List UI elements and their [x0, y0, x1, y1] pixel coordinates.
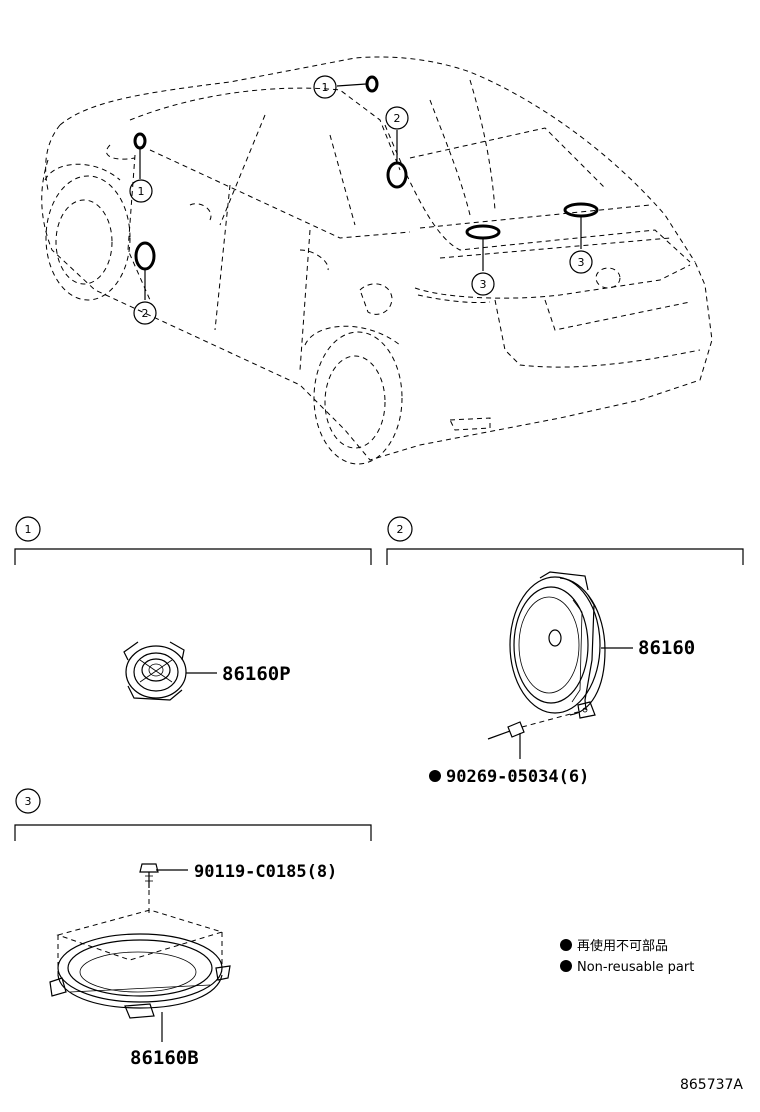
callout-3-left: 3 — [471, 272, 495, 296]
ring-tweeter-marker — [365, 75, 379, 93]
tweeter-speaker-86160P — [123, 641, 187, 701]
ring-door-speaker-marker — [134, 241, 156, 271]
section-1-number: 1 — [25, 523, 32, 536]
svg-text:3: 3 — [578, 256, 585, 269]
screw-90269 — [487, 711, 579, 759]
legend-japanese: 再使用不可部品 — [577, 938, 668, 954]
legend-bullet-icon — [560, 939, 572, 951]
part-number-86160: 86160 — [638, 637, 695, 659]
svg-text:2: 2 — [142, 307, 149, 320]
callout-2-top: 2 — [385, 106, 409, 130]
section-3: 3 90119-C0185(8) 86160B — [14, 788, 372, 1069]
section-2: 2 86160 90269-05034(6) — [386, 516, 744, 787]
part-number-86160B: 86160B — [130, 1047, 199, 1069]
ring-tweeter-marker — [133, 132, 147, 150]
callout-3-right: 3 — [569, 250, 593, 274]
illustration-id: 865737A — [680, 1077, 743, 1093]
section-1: 1 86160P — [14, 516, 372, 701]
svg-text:1: 1 — [322, 81, 329, 94]
non-reusable-bullet-icon — [429, 770, 441, 782]
callout-circles: 1 1 2 2 3 3 — [129, 75, 593, 325]
callout-1-side: 1 — [129, 179, 153, 203]
callout-1-top: 1 — [313, 75, 337, 99]
ring-rear-speaker-marker — [465, 224, 501, 240]
bolt-90119 — [139, 863, 159, 915]
ring-rear-speaker-marker — [563, 202, 599, 218]
section-2-number: 2 — [397, 523, 404, 536]
car-overview — [41, 56, 713, 465]
rear-speaker-86160B — [49, 909, 231, 1019]
legend: 再使用不可部品 Non-reusable part — [560, 938, 694, 975]
svg-text:1: 1 — [138, 185, 145, 198]
callout-2-side: 2 — [133, 301, 157, 325]
speaker-location-markers — [133, 75, 599, 271]
door-speaker-86160 — [509, 571, 606, 719]
legend-english: Non-reusable part — [577, 960, 694, 975]
legend-bullet-icon — [560, 960, 572, 972]
svg-text:3: 3 — [480, 278, 487, 291]
svg-text:2: 2 — [394, 112, 401, 125]
callout-leaders — [139, 83, 582, 300]
ring-door-speaker-marker — [386, 161, 408, 189]
part-number-86160P: 86160P — [222, 663, 291, 685]
part-number-90269-05034: 90269-05034(6) — [446, 767, 589, 787]
part-number-90119-C0185: 90119-C0185(8) — [194, 862, 337, 882]
section-3-number: 3 — [25, 795, 32, 808]
